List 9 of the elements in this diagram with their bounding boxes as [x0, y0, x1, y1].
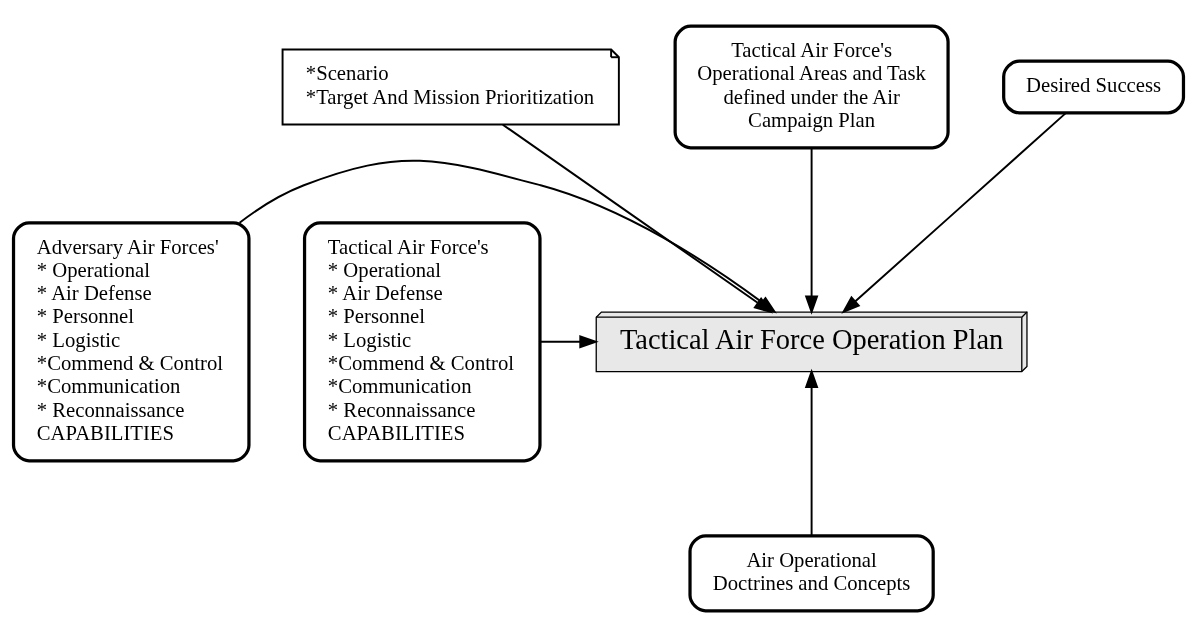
node-box: Adversary Air Forces' * Operational * Air Defense * Personnel * Logistic *Commend & Control *Communication * Reconnaissance CAPABILITIES	[11, 221, 251, 463]
node-box: Air Operational Doctrines and Concepts	[688, 534, 935, 613]
arrow	[804, 368, 819, 537]
node-box: Tactical Air Force's Operational Areas and Task defined under the Air Campaign Plan	[673, 24, 950, 150]
node-box: Desired Success	[1002, 59, 1186, 115]
arrow	[841, 111, 1067, 314]
arrow	[804, 147, 819, 315]
arrow	[539, 335, 599, 349]
node-box: Tactical Air Force's * Operational * Air Defense * Personnel * Logistic *Commend & Control *Communication * Reconnaissance CAPABILITIES	[302, 221, 542, 463]
